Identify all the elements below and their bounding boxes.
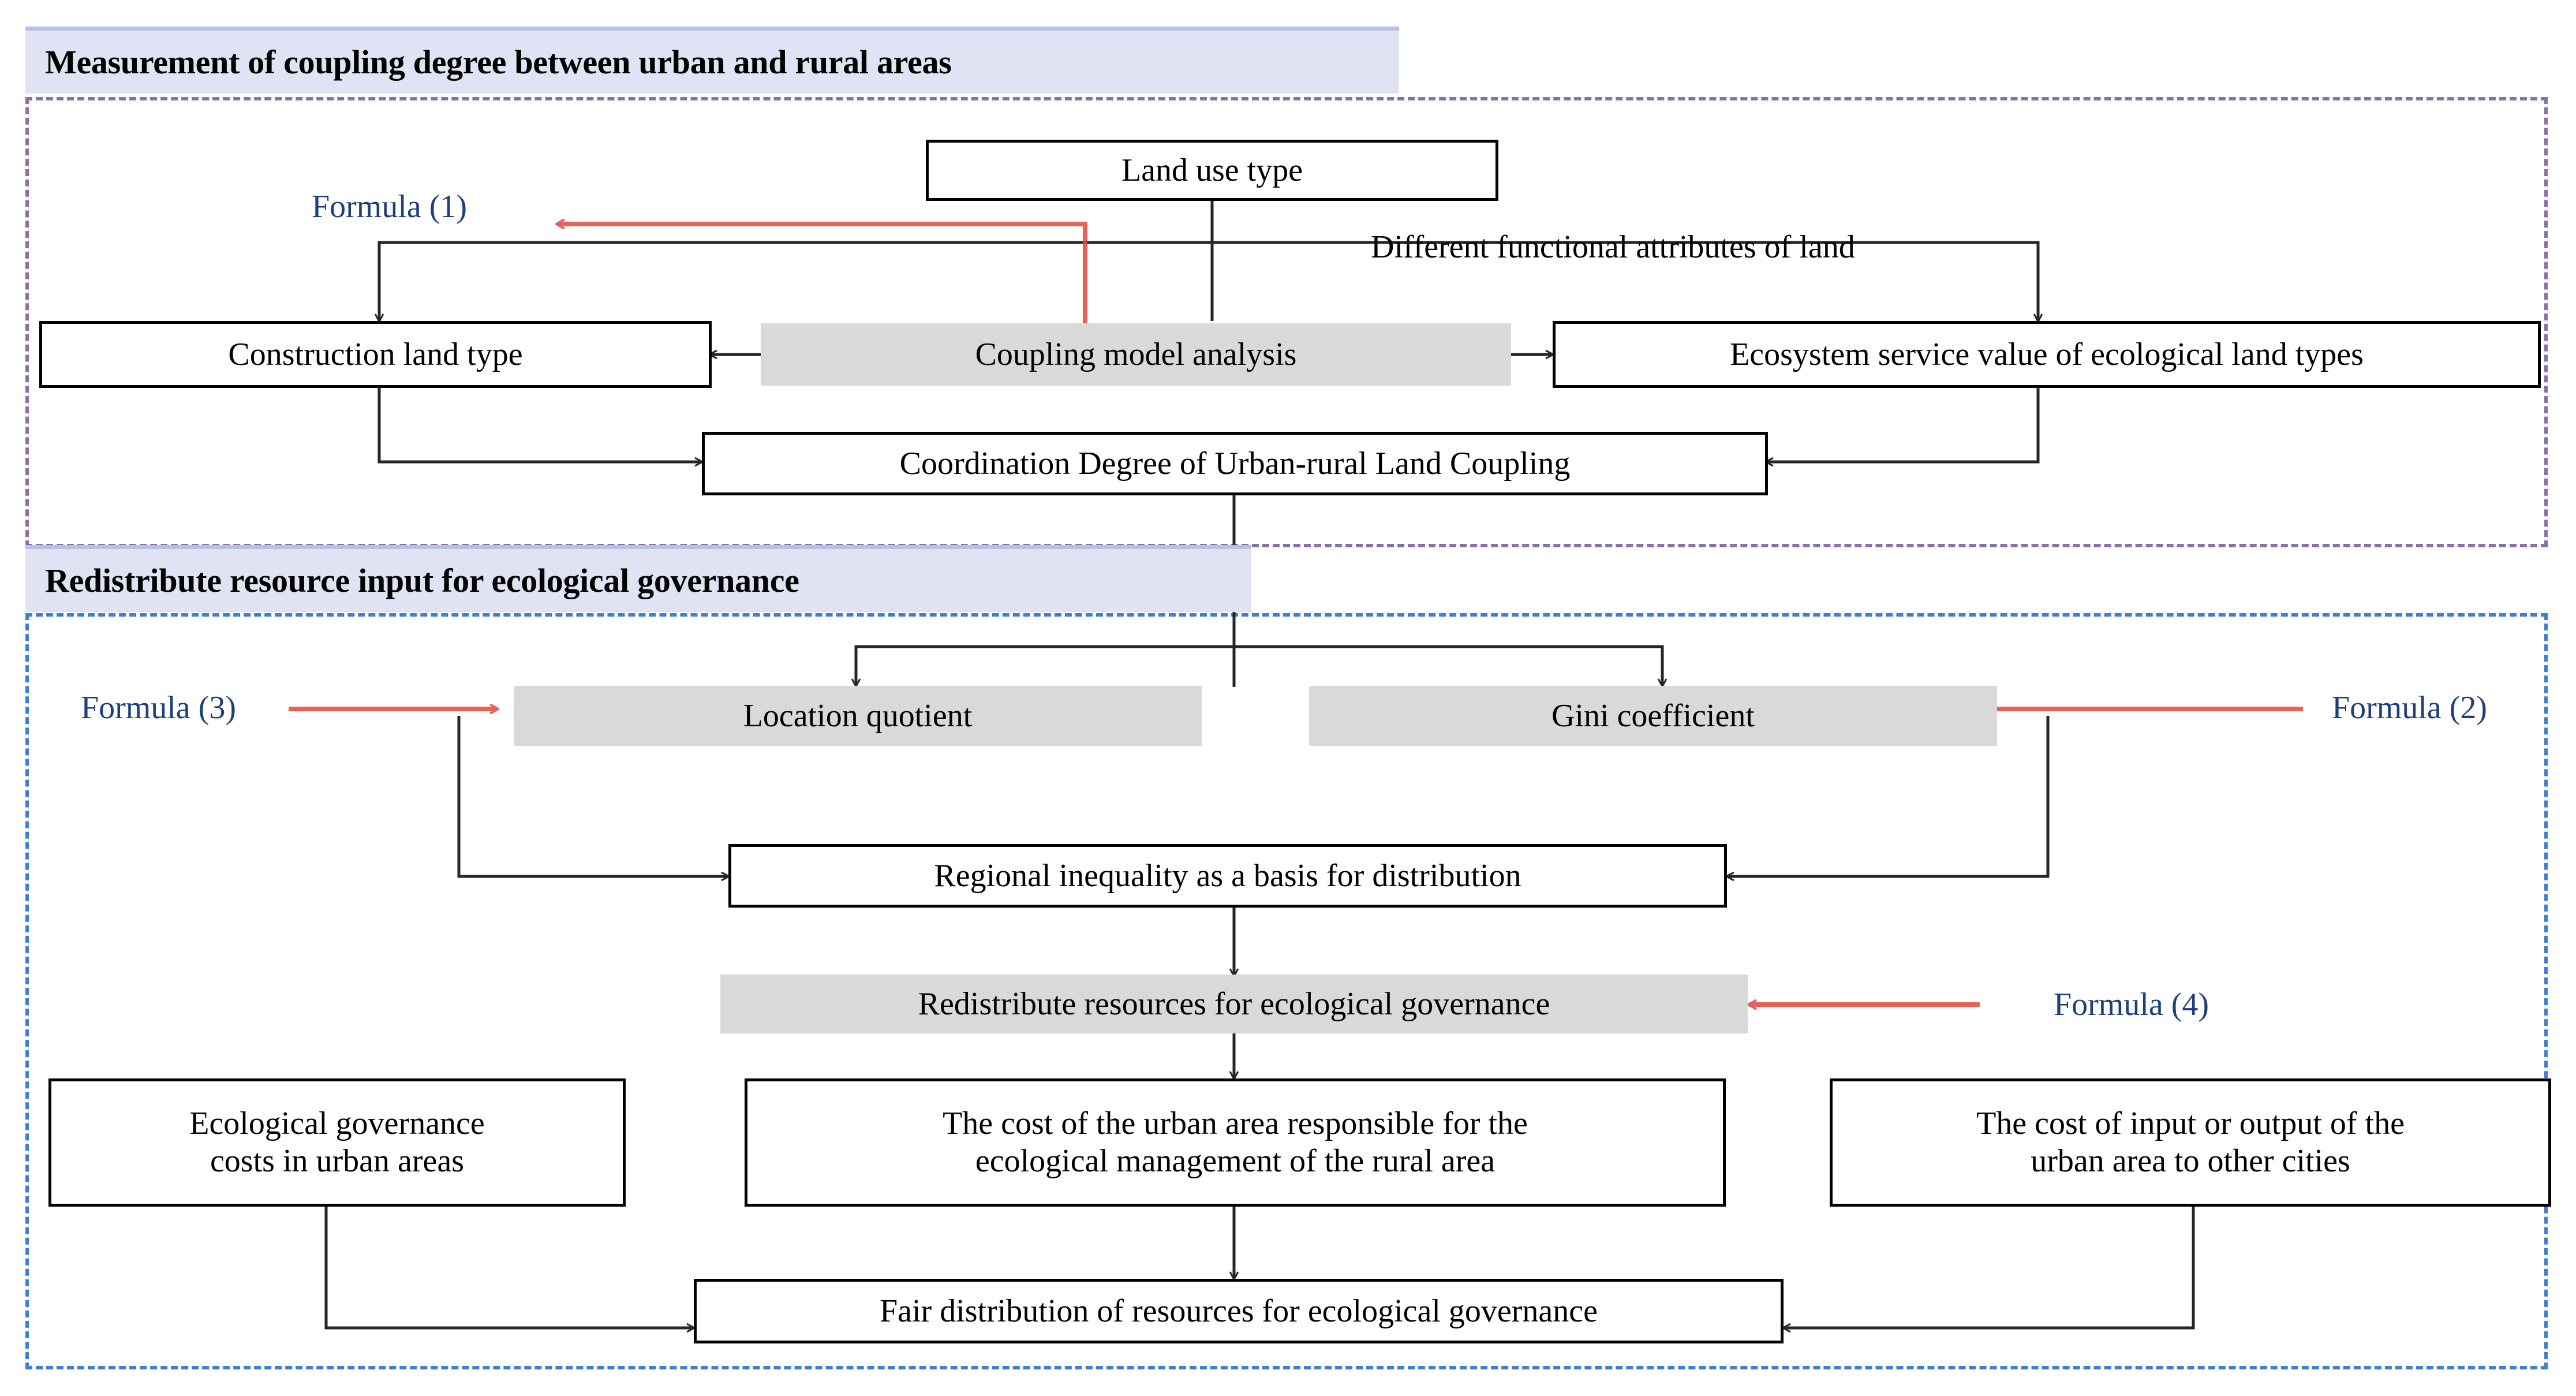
section-banner-measurement: Measurement of coupling degree between u… (25, 27, 1399, 94)
node-input-output-other-cities-line1: The cost of input or output of the (1976, 1106, 2405, 1142)
formula-4-label: Formula (4) (2054, 987, 2209, 1022)
node-urban-eco-costs[interactable]: Ecological governance costs in urban are… (48, 1078, 626, 1207)
panel-redistribute (25, 613, 2548, 1369)
node-ecosystem-service-value[interactable]: Ecosystem service value of ecological la… (1553, 321, 2541, 388)
formula-1-label: Formula (1) (312, 189, 468, 225)
node-input-output-other-cities[interactable]: The cost of input or output of the urban… (1830, 1078, 2551, 1207)
node-land-use-type[interactable]: Land use type (926, 140, 1498, 201)
formula-3-label: Formula (3) (81, 690, 237, 726)
label-different-functional-attributes: Different functional attributes of land (1371, 229, 1855, 265)
node-urban-eco-costs-line1: Ecological governance (189, 1106, 485, 1142)
node-regional-inequality[interactable]: Regional inequality as a basis for distr… (728, 844, 1727, 908)
node-construction-land-type[interactable]: Construction land type (39, 321, 712, 388)
node-coupling-model-analysis[interactable]: Coupling model analysis (761, 323, 1511, 386)
panel-measurement (25, 97, 2548, 547)
node-urban-responsible-rural-line1: The cost of the urban area responsible f… (943, 1106, 1528, 1142)
node-urban-eco-costs-line2: costs in urban areas (210, 1143, 465, 1179)
formula-2-label: Formula (2) (2332, 690, 2488, 726)
node-coordination-degree[interactable]: Coordination Degree of Urban-rural Land … (702, 432, 1768, 495)
node-redistribute-resources[interactable]: Redistribute resources for ecological go… (720, 975, 1748, 1033)
node-location-quotient[interactable]: Location quotient (514, 686, 1202, 746)
section-title-redistribute: Redistribute resource input for ecologic… (45, 561, 799, 599)
node-urban-responsible-rural[interactable]: The cost of the urban area responsible f… (745, 1078, 1726, 1207)
node-urban-responsible-rural-line2: ecological management of the rural area (975, 1143, 1495, 1179)
node-fair-distribution[interactable]: Fair distribution of resources for ecolo… (694, 1279, 1784, 1343)
node-gini-coefficient[interactable]: Gini coefficient (1309, 686, 1997, 746)
section-banner-redistribute: Redistribute resource input for ecologic… (25, 545, 1251, 612)
node-input-output-other-cities-line2: urban area to other cities (2031, 1143, 2350, 1179)
section-title-measurement: Measurement of coupling degree between u… (45, 43, 952, 81)
